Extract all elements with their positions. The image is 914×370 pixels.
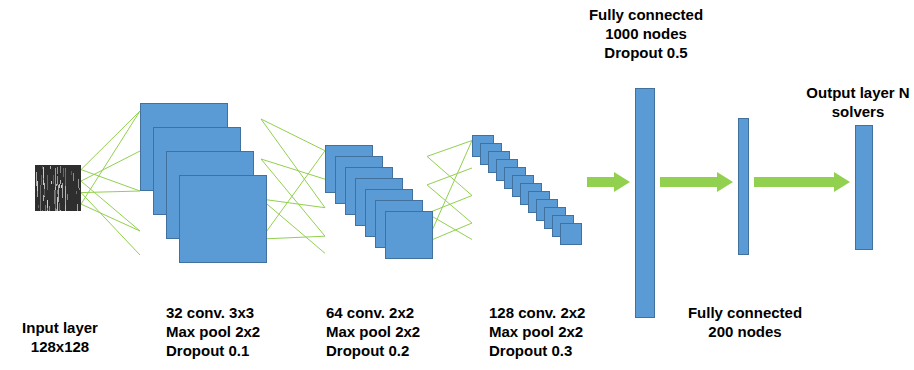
layer-label: 64 conv. 2x2 Max pool 2x2 Dropout 0.2 — [326, 303, 438, 360]
output-layer-bar: Output layer N solvers — [855, 125, 873, 250]
layer-label: Fully connected 200 nodes — [681, 303, 809, 341]
conv-layer-stack: 128 conv. 2x2 Max pool 2x2 Dropout 0.3 — [472, 135, 582, 245]
fan-connector — [261, 119, 325, 253]
fan-connector — [81, 111, 140, 255]
layer-label: Output layer N solvers — [806, 83, 910, 121]
dense-layer-bar: Fully connected 200 nodes — [738, 118, 749, 255]
block-arrow — [660, 172, 733, 192]
block-arrow — [587, 172, 630, 192]
feature-map — [560, 223, 582, 245]
block-arrow — [754, 172, 850, 192]
conv-layer-stack: 64 conv. 2x2 Max pool 2x2 Dropout 0.2 — [325, 145, 433, 259]
layer-label: 32 conv. 3x3 Max pool 2x2 Dropout 0.1 — [166, 303, 278, 360]
fan-connector — [427, 141, 472, 242]
layer-label: Input layer 128x128 — [10, 318, 110, 356]
dense-layer-bar: Fully connected 1000 nodes Dropout 0.5 — [635, 88, 655, 318]
layer-label: 128 conv. 2x2 Max pool 2x2 Dropout 0.3 — [489, 303, 601, 360]
conv-layer-stack: 32 conv. 3x3 Max pool 2x2 Dropout 0.1 — [140, 103, 267, 263]
feature-map — [179, 175, 267, 263]
feature-map — [385, 211, 433, 259]
input-image: Input layer 128x128 — [35, 165, 81, 211]
input-image-texture — [35, 165, 81, 211]
layer-label: Fully connected 1000 nodes Dropout 0.5 — [581, 5, 711, 62]
